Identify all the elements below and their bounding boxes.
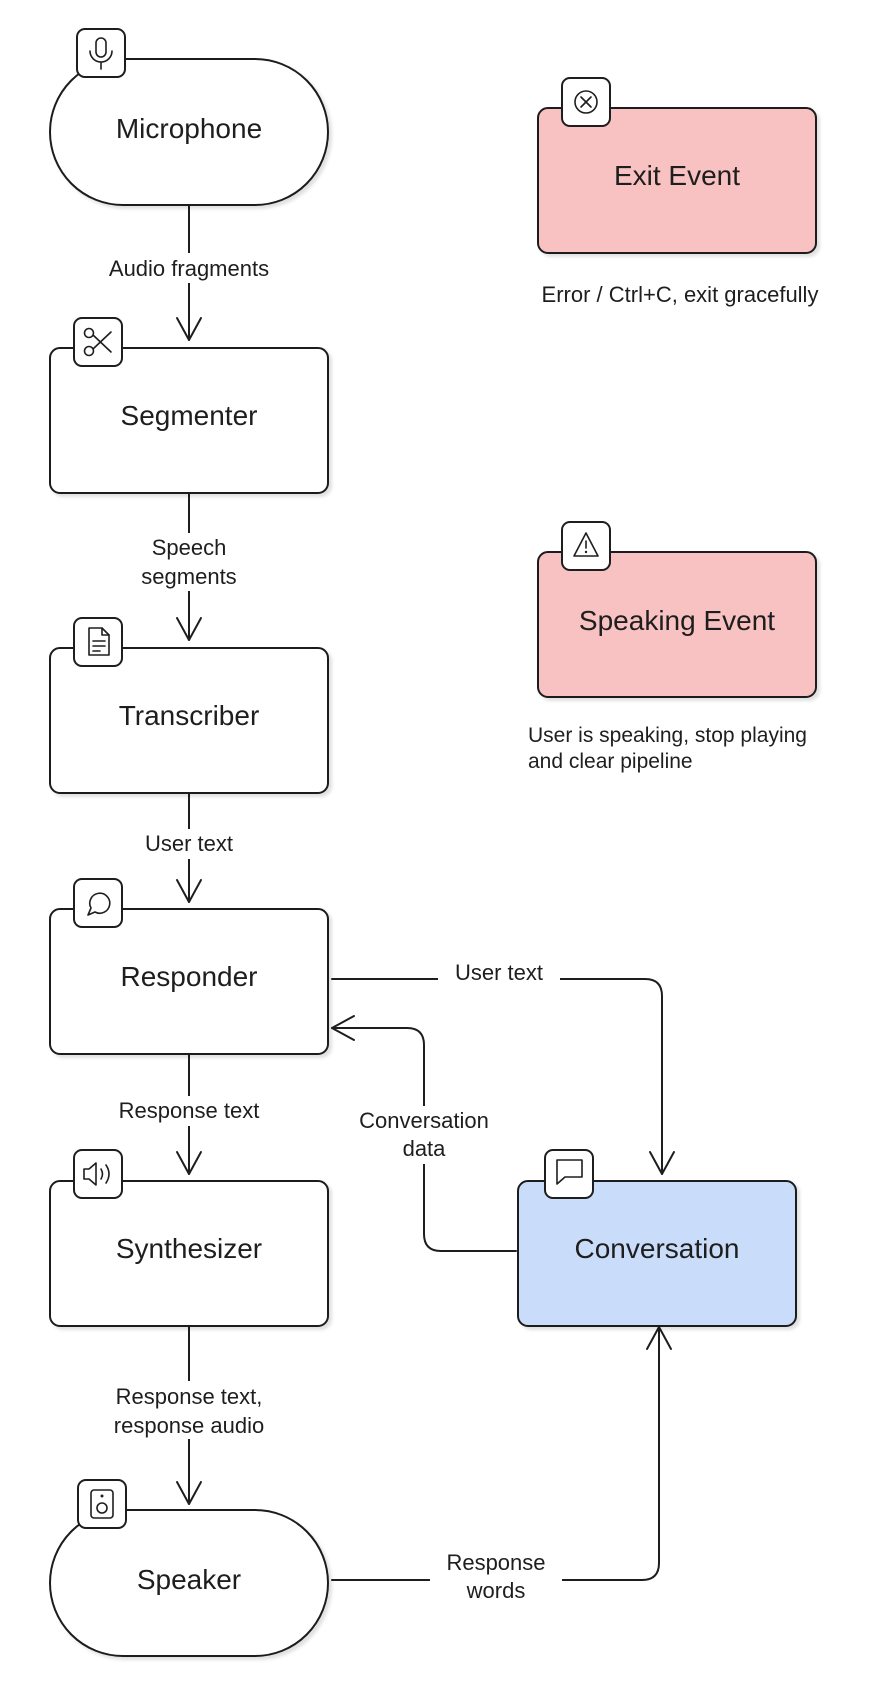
node-label: Transcriber [119,700,260,731]
close-circle-icon [561,77,611,127]
edge-label-text-line-2: data [403,1136,447,1161]
warning-icon [561,521,611,571]
node-synthesizer[interactable]: Synthesizer [49,1149,329,1327]
scissors-icon [73,317,123,367]
node-label: Speaking Event [579,605,775,636]
edge-label-text: Response text [119,1098,260,1123]
edge-label-response-words: Response words [430,1548,562,1606]
node-responder[interactable]: Responder [49,878,329,1055]
microphone-icon [76,28,126,78]
node-label: Exit Event [614,160,740,191]
node-label: Synthesizer [116,1233,262,1264]
document-icon [73,617,123,667]
node-label: Speaker [137,1564,241,1595]
edge-label-text: User text [145,831,233,856]
node-microphone[interactable]: Microphone [49,28,329,206]
speaking-event-note-line-1: User is speaking, stop playing [528,724,807,747]
edge-label-text-line-1: Speech [152,535,227,560]
edge-label-text-line-2: segments [141,564,236,589]
node-transcriber[interactable]: Transcriber [49,617,329,794]
edge-label-text: Audio fragments [109,256,269,281]
edge-label-user-text-1: User text [132,829,246,859]
edge-label-speech-segments: Speech segments [128,533,250,591]
edge-label-conversation-data: Conversation data [346,1106,502,1164]
node-label: Conversation [575,1233,740,1264]
edge-label-user-text-2: User text [438,958,560,988]
edge-label-text-line-2: response audio [114,1413,264,1438]
edge-label-response-text-audio: Response text, response audio [94,1381,284,1439]
exit-event-note: Error / Ctrl+C, exit gracefully [542,282,819,307]
node-label: Responder [121,961,258,992]
edge-label-text-line-2: words [466,1578,526,1603]
node-segmenter[interactable]: Segmenter [49,317,329,494]
edge-responder-to-conversation [331,978,675,1175]
node-conversation[interactable]: Conversation [517,1149,797,1327]
node-label: Segmenter [121,400,258,431]
node-exit-event[interactable]: Exit Event [537,77,817,254]
edge-label-audio-fragments: Audio fragments [90,253,288,283]
speaking-event-note-line-2: and clear pipeline [528,750,693,773]
edge-label-response-text: Response text [103,1096,275,1126]
node-speaker[interactable]: Speaker [49,1479,329,1657]
edge-label-text-line-1: Response [446,1550,545,1575]
speaker-volume-icon [73,1149,123,1199]
edge-label-text-line-1: Response text, [116,1384,263,1409]
speaker-device-icon [77,1479,127,1529]
speaking-event-note: User is speaking, stop playing and clear… [528,724,807,773]
message-square-icon [544,1149,594,1199]
edge-label-text-line-1: Conversation [359,1108,489,1133]
edge-label-text: User text [455,960,543,985]
node-speaking-event[interactable]: Speaking Event [537,521,817,698]
edge-speaker-to-conversation [331,1326,672,1581]
chat-bubble-icon [73,878,123,928]
node-label: Microphone [116,113,262,144]
